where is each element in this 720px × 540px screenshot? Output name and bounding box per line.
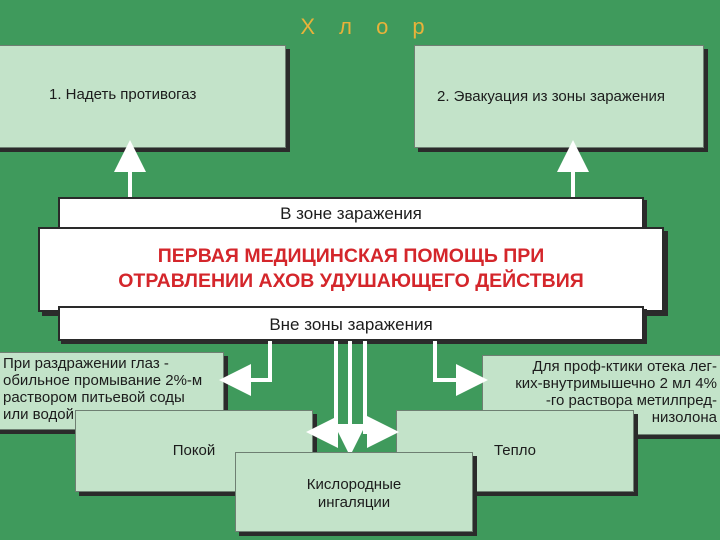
outside-zone-bar: Вне зоны заражения — [58, 306, 644, 341]
main-heading-line1: ПЕРВАЯ МЕДИЦИНСКАЯ ПОМОЩЬ ПРИ — [157, 245, 545, 267]
inside-zone-label: В зоне заражения — [280, 204, 422, 223]
main-heading-box: ПЕРВАЯ МЕДИЦИНСКАЯ ПОМОЩЬ ПРИ ОТРАВЛЕНИИ… — [38, 227, 664, 312]
inside-zone-bar: В зоне заражения — [58, 197, 644, 230]
left-note-line: раствором питьевой соды — [3, 389, 185, 406]
step1-label: 1. Надеть противогаз — [49, 86, 197, 103]
arrow-to-left-note — [219, 341, 272, 396]
arrow-to-warm — [363, 341, 399, 448]
warm-label: Тепло — [493, 442, 537, 459]
right-note-line: ких-внутримышечно 2 мл 4% — [515, 375, 717, 392]
calm-label: Покой — [172, 442, 216, 459]
right-note-line: -го раствора метилпред- — [545, 392, 717, 409]
step1-box: 1. Надеть противогаз — [0, 45, 286, 148]
arrow-to-right-note — [433, 341, 488, 396]
left-note-line: При раздражении глаз - — [3, 355, 169, 372]
oxygen-label-line2: ингаляции — [317, 494, 391, 511]
left-note-line: или водой — [3, 406, 74, 423]
oxygen-label-line1: Кислородные — [306, 476, 402, 493]
arrow-to-calm — [306, 341, 338, 448]
main-heading-line2: ОТРАВЛЕНИИ АХОВ УДУШАЮЩЕГО ДЕЙСТВИЯ — [118, 270, 584, 292]
oxygen-box: Кислородные ингаляции — [235, 452, 473, 532]
diagram-title: Х л о р — [300, 14, 434, 39]
step2-label: 2. Эвакуация из зоны заражения — [437, 88, 666, 105]
right-note-line: Для проф-ктики отека лег- — [532, 358, 717, 375]
left-note-line: обильное промывание 2%-м — [3, 372, 203, 389]
right-note-line: низолона — [651, 409, 717, 426]
outside-zone-label: Вне зоны заражения — [269, 315, 433, 334]
